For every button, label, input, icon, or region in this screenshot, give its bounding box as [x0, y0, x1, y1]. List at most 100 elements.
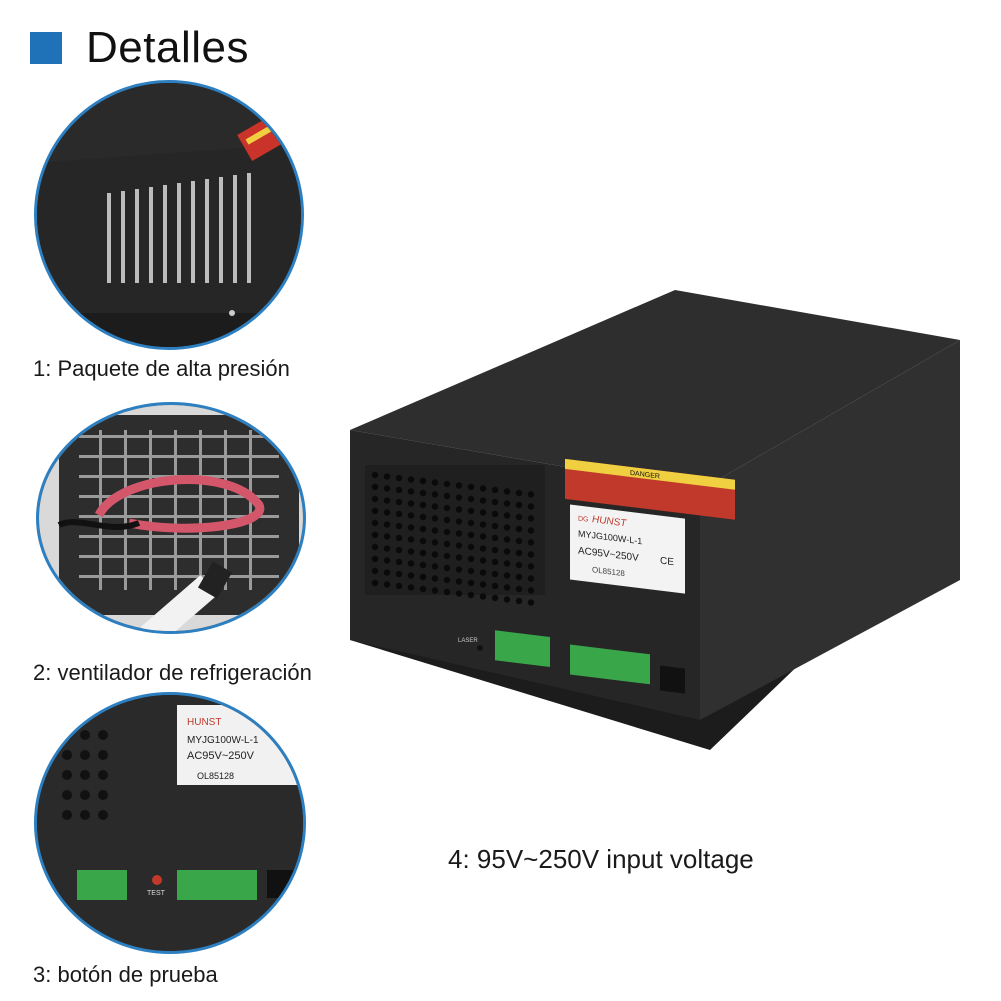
label-brand: HUNST — [187, 717, 221, 728]
vent-hole — [371, 579, 379, 587]
label-brand: HUNST — [592, 514, 627, 529]
vent-hole — [479, 521, 487, 528]
vent-hole — [395, 486, 403, 494]
vent-hole — [455, 482, 463, 489]
vent-hole — [383, 473, 391, 480]
vent-hole — [431, 491, 439, 498]
vent-hole — [383, 545, 391, 552]
vent-hole — [431, 575, 439, 582]
vent-hole — [491, 486, 499, 494]
vent-hole — [395, 534, 403, 542]
vent-hole — [527, 539, 535, 546]
vent-hole — [419, 573, 427, 581]
vent-hole — [407, 536, 415, 543]
vent-hole — [479, 497, 487, 504]
header-accent-square — [30, 32, 62, 64]
vent-hole — [503, 536, 511, 543]
vent-hole — [443, 528, 451, 536]
vent-hole — [479, 545, 487, 552]
vent-hole — [503, 512, 511, 519]
main-caption: 4: 95V~250V input voltage — [448, 844, 754, 874]
vent-hole — [371, 471, 379, 479]
vent-hole — [419, 489, 427, 497]
vent-hole — [503, 572, 511, 579]
vent-hole — [527, 563, 535, 570]
vent-hole — [491, 594, 499, 602]
vent-hole — [455, 494, 463, 501]
vent-hole — [371, 519, 379, 527]
product-label — [570, 504, 685, 594]
vent-hole — [431, 503, 439, 510]
vent-hole — [371, 531, 379, 539]
vent-hole — [467, 483, 475, 491]
vent-hole — [479, 581, 487, 588]
laser-port — [477, 645, 483, 651]
vent-hole — [515, 585, 523, 593]
vent-hole — [407, 548, 415, 555]
vent-hole — [479, 569, 487, 576]
vent-hole — [527, 599, 535, 606]
vent-hole — [419, 501, 427, 509]
label-serial: OL85128 — [592, 565, 625, 578]
vent-hole — [443, 516, 451, 524]
cooling-fan-closeup — [36, 402, 306, 634]
vent-hole — [383, 521, 391, 528]
vent-hole — [443, 540, 451, 548]
vent-hole — [383, 569, 391, 576]
fan-illustration — [39, 405, 303, 631]
vent-hole — [419, 513, 427, 521]
vent-hole — [503, 548, 511, 555]
vent-hole — [395, 546, 403, 554]
test-button-closeup: HUNST MYJG100W-L-1 AC95V~250V OL85128 TE… — [34, 692, 306, 954]
test-label: TEST — [147, 890, 166, 897]
vent-hole — [527, 515, 535, 522]
vent-hole — [503, 560, 511, 567]
vent-hole — [491, 582, 499, 590]
vent-hole — [491, 498, 499, 506]
vent-hole — [515, 513, 523, 521]
vent-hole — [431, 563, 439, 570]
test-button-icon — [152, 875, 162, 885]
vent-hole — [491, 534, 499, 542]
danger-sticker — [565, 458, 735, 520]
vent-hole — [371, 507, 379, 515]
vent-hole — [407, 572, 415, 579]
vent-hole — [515, 597, 523, 605]
vent-hole — [383, 533, 391, 540]
vent-hole — [515, 525, 523, 533]
vent-hole — [395, 570, 403, 578]
label-voltage: AC95V~250V — [187, 750, 255, 762]
vent-hole — [407, 560, 415, 567]
vent-hole — [491, 546, 499, 554]
detail-caption: 3: botón de prueba — [33, 962, 218, 987]
vent-hole — [515, 537, 523, 545]
vent-hole — [371, 543, 379, 551]
vent-hole — [419, 537, 427, 545]
vent-hole — [467, 507, 475, 515]
vent-hole — [515, 549, 523, 557]
vent-hole — [395, 474, 403, 482]
vent-hole — [383, 557, 391, 564]
vent-hole — [491, 510, 499, 518]
laser-port-label: LASER — [458, 638, 478, 644]
power-supply-illustration: DANGER DG HUNST MYJG100W-L-1 AC95V~250V … — [350, 290, 960, 750]
vent-hole — [467, 579, 475, 587]
label-ce-mark: CE — [660, 556, 674, 569]
vent-hole — [503, 488, 511, 495]
vent-hole — [467, 567, 475, 575]
danger-title: DANGER — [630, 470, 660, 481]
vent-hole — [443, 504, 451, 512]
vent-hole — [455, 566, 463, 573]
vent-hole — [479, 485, 487, 492]
detail-caption: 1: Paquete de alta presión — [33, 356, 290, 381]
vent-hole — [455, 554, 463, 561]
page-title: Detalles — [86, 23, 249, 72]
label-brand-prefix: DG — [578, 515, 588, 523]
vent-hole-pattern — [371, 471, 535, 606]
vent-hole — [455, 590, 463, 597]
vent-hole — [527, 491, 535, 498]
vent-hole — [455, 506, 463, 513]
vent-hole — [431, 551, 439, 558]
vent-hole — [431, 587, 439, 594]
vent-hole — [527, 551, 535, 558]
